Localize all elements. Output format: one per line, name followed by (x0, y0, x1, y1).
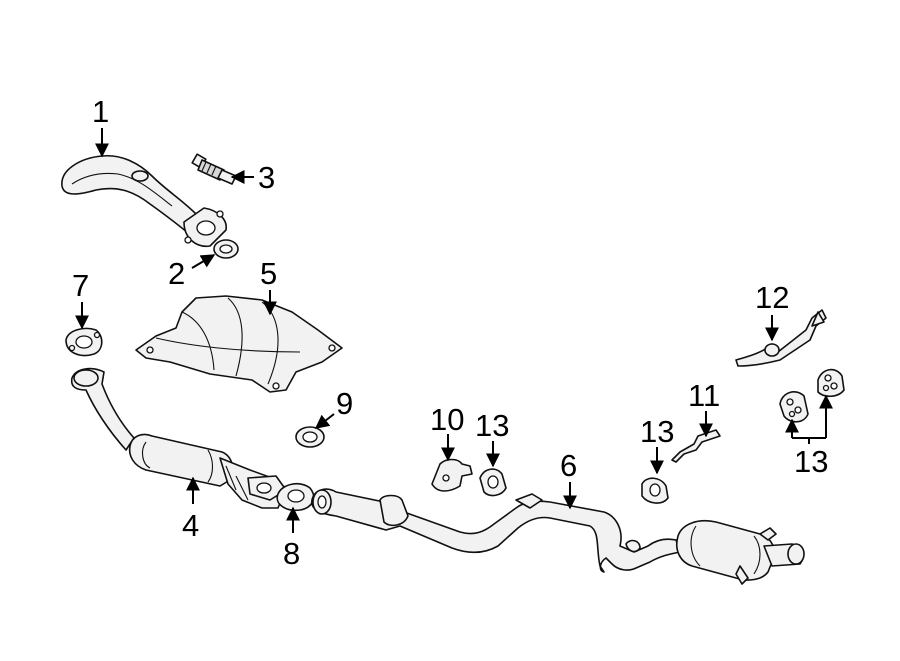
part-flange-gasket-7 (65, 327, 103, 357)
leader-9 (314, 413, 335, 429)
callout-9: 9 (336, 386, 353, 421)
part-catalytic-converter (70, 367, 287, 509)
callout-labels: 1 2 3 4 5 6 7 8 9 10 13 11 13 12 13 (72, 94, 828, 571)
part-rear-hanger (735, 309, 827, 367)
part-oxygen-sensor (191, 153, 237, 185)
leader-2 (191, 254, 216, 269)
callout-13-far-right: 13 (794, 444, 828, 479)
leader-lines (75, 128, 833, 533)
part-hanger-bracket (431, 458, 473, 492)
callout-13-right: 13 (640, 414, 674, 449)
callout-11: 11 (688, 378, 720, 413)
part-gasket-2 (213, 239, 239, 259)
part-flange-gasket-8 (276, 482, 315, 512)
callout-5: 5 (260, 256, 277, 291)
callout-8: 8 (283, 536, 300, 571)
callout-10: 10 (430, 402, 464, 437)
callout-1: 1 (92, 94, 109, 129)
callout-4: 4 (182, 508, 199, 543)
part-intermediate-pipe-muffler (311, 488, 805, 585)
part-insulator-13-center (479, 468, 507, 497)
callout-7: 7 (72, 268, 89, 303)
callout-2: 2 (168, 256, 185, 291)
callout-12: 12 (755, 280, 789, 315)
part-gasket-9 (295, 426, 325, 448)
part-hanger-rod (671, 429, 721, 463)
part-insulator-13-right (641, 477, 669, 504)
part-front-pipe (61, 154, 227, 247)
callout-3: 3 (258, 160, 275, 195)
callout-13-center: 13 (475, 408, 509, 443)
part-insulators-13-pair (779, 368, 845, 423)
callout-6: 6 (560, 448, 577, 483)
part-heat-shield (135, 295, 343, 393)
